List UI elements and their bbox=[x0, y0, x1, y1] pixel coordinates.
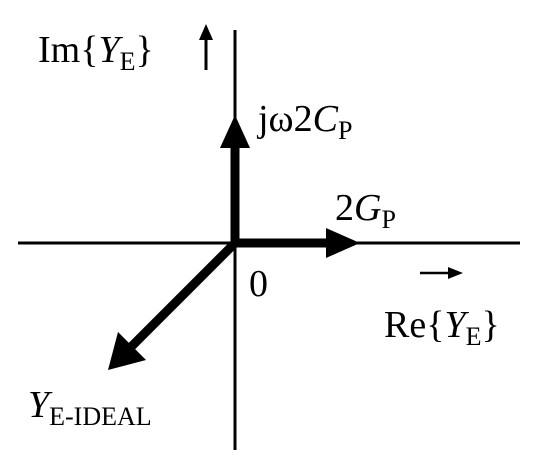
capacitive-vector-arrow bbox=[220, 115, 250, 243]
origin-label: 0 bbox=[249, 263, 268, 305]
real-axis-label: Re{YE} bbox=[384, 304, 500, 351]
conductance-vector-arrow bbox=[235, 228, 360, 258]
real-axis-direction-arrow bbox=[420, 267, 463, 279]
imaginary-axis-direction-arrow bbox=[199, 24, 213, 70]
ideal-admittance-vector-arrow bbox=[108, 239, 239, 370]
capacitive-vector-label: jω2CP bbox=[256, 98, 352, 145]
imaginary-axis-label: Im{YE} bbox=[38, 29, 154, 76]
conductance-vector-label: 2GP bbox=[335, 187, 396, 234]
ideal-admittance-label: YE-IDEAL bbox=[28, 384, 152, 431]
